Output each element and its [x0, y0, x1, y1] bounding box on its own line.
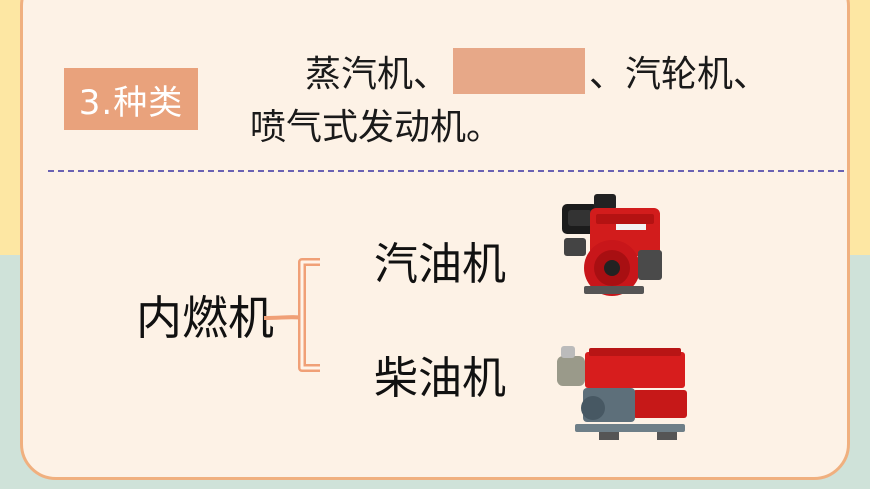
item-gasoline-engine: 汽油机 [374, 239, 506, 290]
bracket-connector [263, 258, 320, 372]
dashed-divider [48, 170, 844, 172]
section-badge: 3.种类 [64, 68, 198, 130]
main-term: 内燃机 [136, 291, 274, 345]
sentence-line-2: 喷气式发动机。 [250, 107, 503, 148]
answer-blank[interactable] [453, 48, 586, 94]
diesel-engine-image [557, 346, 687, 440]
sentence-prefix: 蒸汽机、 [305, 54, 450, 95]
sentence-line-1: 蒸汽机、 、汽轮机、 [305, 46, 769, 96]
gasoline-engine-image [562, 194, 662, 296]
sentence-suffix: 、汽轮机、 [589, 54, 770, 95]
item-diesel-engine: 柴油机 [374, 353, 506, 404]
